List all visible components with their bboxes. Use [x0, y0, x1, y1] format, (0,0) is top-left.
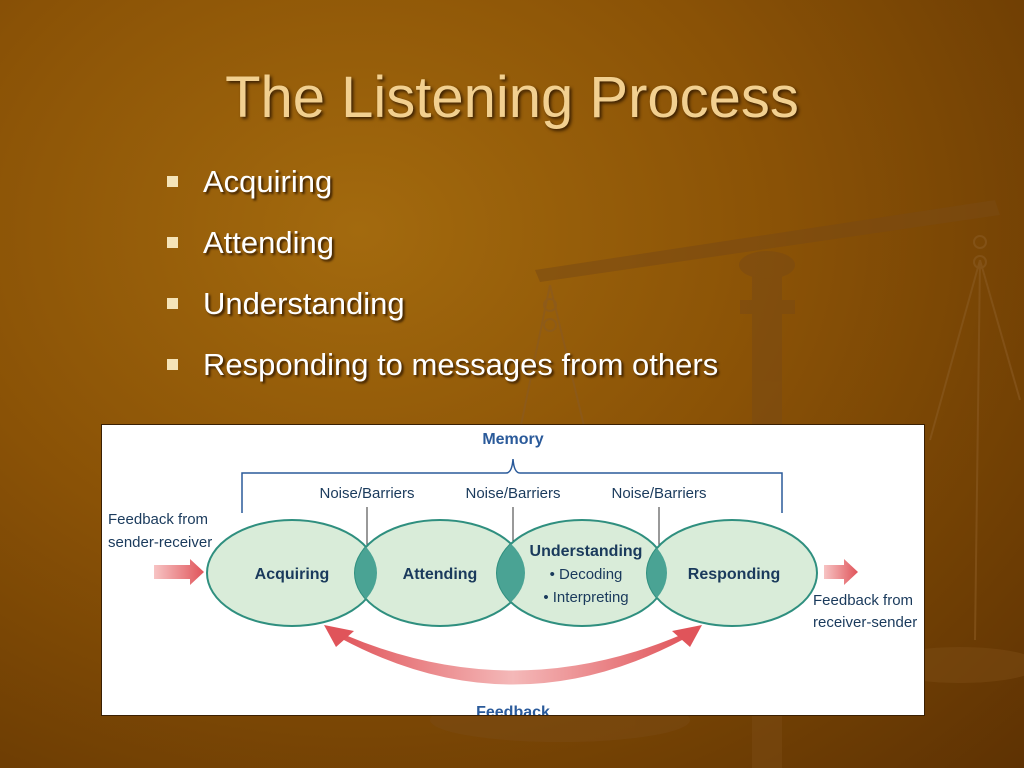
bullet-text: Acquiring	[203, 164, 333, 199]
stage-label-acquiring: Acquiring	[255, 566, 330, 583]
feedback-arc-arrow	[336, 631, 690, 685]
bullet-item: Responding to messages from others	[165, 343, 718, 404]
slide-title: The Listening Process	[225, 65, 799, 130]
feedback-in-label: Feedback from	[108, 511, 208, 528]
output-arrow-icon	[824, 559, 858, 585]
feedback-out-label: Feedback from	[813, 592, 913, 609]
noise-barriers-label: Noise/Barriers	[465, 485, 560, 502]
memory-bracket	[241, 458, 783, 513]
stage-sublabel-decoding: • Decoding	[550, 566, 623, 583]
input-arrow-icon	[154, 559, 204, 585]
feedback-label: Feedback	[476, 704, 550, 715]
feedback-arrowhead-icon	[672, 625, 702, 647]
memory-label: Memory	[482, 431, 543, 448]
feedback-in-label: sender-receiver	[108, 534, 212, 551]
bullet-item: Understanding	[165, 282, 718, 343]
diagram-canvas: Memory Noise/Barriers Noise/Barriers Noi…	[108, 431, 917, 715]
feedback-arrowhead-icon	[324, 625, 354, 647]
bullet-list: Acquiring Attending Understanding Respon…	[165, 160, 718, 404]
square-bullet-icon	[167, 176, 178, 187]
square-bullet-icon	[167, 298, 178, 309]
feedback-out-label: receiver-sender	[813, 614, 917, 631]
bullet-item: Acquiring	[165, 160, 718, 221]
bullet-text: Understanding	[203, 286, 405, 321]
stage-sublabel-interpreting: • Interpreting	[543, 589, 628, 606]
stage-label-attending: Attending	[403, 566, 478, 583]
noise-barriers-label: Noise/Barriers	[611, 485, 706, 502]
noise-barriers-label: Noise/Barriers	[319, 485, 414, 502]
listening-process-diagram: Memory Noise/Barriers Noise/Barriers Noi…	[101, 424, 925, 716]
bullet-text: Responding to messages from others	[203, 347, 719, 382]
stage-label-responding: Responding	[688, 566, 780, 583]
square-bullet-icon	[167, 237, 178, 248]
bullet-text: Attending	[203, 225, 334, 260]
square-bullet-icon	[167, 359, 178, 370]
stage-label-understanding: Understanding	[530, 543, 643, 560]
bullet-item: Attending	[165, 221, 718, 282]
